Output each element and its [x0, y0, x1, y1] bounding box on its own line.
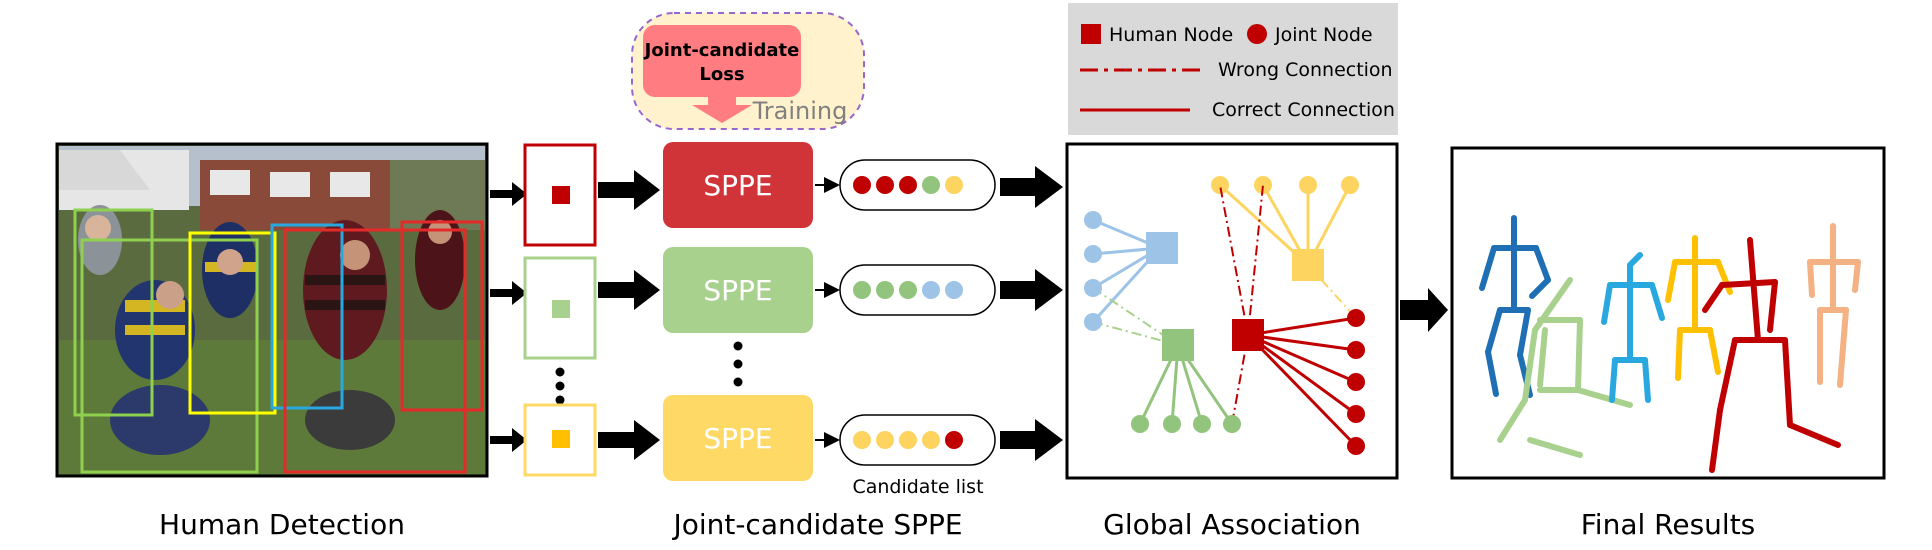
detection-box-green [73, 208, 154, 417]
sppe-input-arrows [598, 170, 660, 460]
candidate-joint-red [899, 176, 917, 194]
detection-box-red [283, 228, 467, 474]
detection-box-yellow [188, 231, 277, 415]
candidate-joint-blue [945, 281, 963, 299]
sppe-label: SPPE [703, 274, 772, 307]
loss-down-arrow [692, 97, 752, 123]
training-callout: Joint-candidate Loss Training [631, 12, 865, 130]
candidate-joint-red [945, 431, 963, 449]
candidate-joint-yellow [922, 431, 940, 449]
crop-yellow [523, 403, 597, 477]
legend: Human Node Joint Node Wrong Connection C… [1068, 3, 1398, 135]
candidate-joint-yellow [899, 431, 917, 449]
human-node-legend-icon [1081, 24, 1101, 44]
candidate-list-pill [839, 159, 996, 211]
sppe-box-green: SPPE [663, 247, 813, 333]
association-input-arrows [1000, 166, 1063, 461]
candidate-joint-yellow [876, 431, 894, 449]
joint-node-legend-icon [1247, 24, 1267, 44]
sppe-ellipsis [733, 341, 743, 387]
candidate-list-pill [839, 264, 996, 316]
legend-correct-connection: Correct Connection [1212, 99, 1395, 121]
stage-label-human-detection: Human Detection [159, 508, 405, 541]
stage-label-final-results: Final Results [1581, 508, 1756, 541]
detection-box-blue [270, 223, 344, 410]
candidate-lists [839, 159, 996, 466]
final-results-arrow [1400, 288, 1448, 332]
human-node-green [1162, 329, 1194, 361]
global-association-panel [1065, 142, 1399, 480]
loss-label-line1: Joint-candidate [643, 40, 800, 61]
sppe-label: SPPE [703, 169, 772, 202]
candidate-list-label: Candidate list [852, 476, 983, 498]
crop-green [523, 256, 597, 360]
candidate-joint-yellow [945, 176, 963, 194]
crop-ellipsis [555, 367, 565, 405]
detection-box-red [400, 220, 484, 412]
loss-label-line2: Loss [699, 64, 744, 85]
candidate-joint-green [922, 176, 940, 194]
legend-human-node: Human Node [1109, 24, 1233, 46]
candidate-arrows [815, 177, 840, 448]
sppe-box-yellow: SPPE [663, 395, 813, 481]
human-node-yellow [1292, 249, 1324, 281]
candidate-joint-blue [922, 281, 940, 299]
candidate-joint-yellow [853, 431, 871, 449]
legend-joint-node: Joint Node [1274, 24, 1373, 46]
legend-wrong-connection: Wrong Connection [1218, 59, 1393, 81]
detection-box-green [80, 238, 259, 474]
crop-arrows [490, 182, 527, 452]
candidate-joint-green [876, 281, 894, 299]
human-detection-image [55, 142, 489, 478]
candidate-joint-green [853, 281, 871, 299]
training-label: Training [752, 97, 848, 125]
candidate-joint-red [853, 176, 871, 194]
loss-box [643, 25, 801, 97]
stage-label-joint-candidate-sppe: Joint-candidate SPPE [671, 508, 962, 541]
crop-red [523, 143, 597, 247]
stage-label-global-association: Global Association [1103, 508, 1361, 541]
final-results-panel [1450, 146, 1886, 480]
sppe-label: SPPE [703, 422, 772, 455]
candidate-joint-green [899, 281, 917, 299]
sppe-box-red: SPPE [663, 142, 813, 228]
candidate-list-pill [839, 414, 996, 466]
human-node-red [1232, 319, 1264, 351]
candidate-joint-red [876, 176, 894, 194]
human-node-blue [1146, 232, 1178, 264]
